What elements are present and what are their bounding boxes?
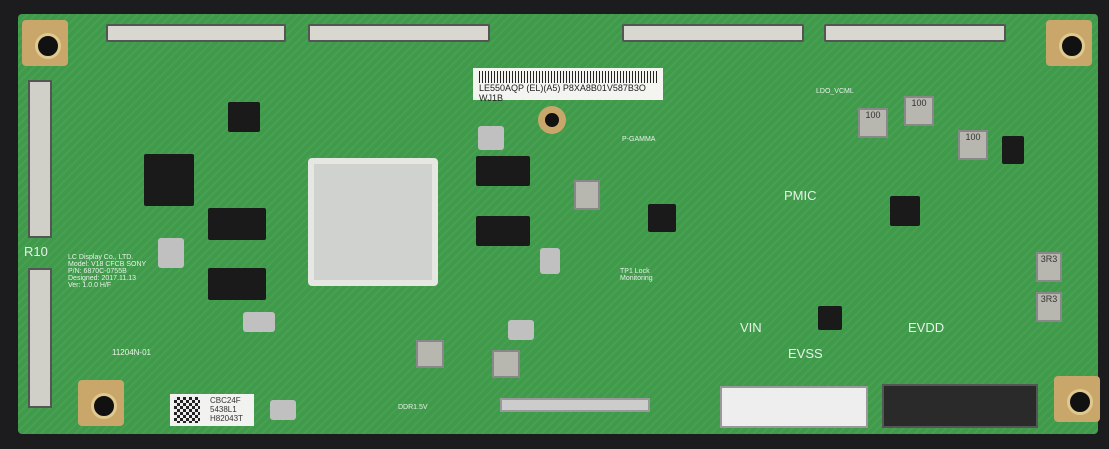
chip <box>476 156 530 186</box>
inductor <box>492 350 520 378</box>
inductor <box>416 340 444 368</box>
mounting-hole <box>78 380 124 426</box>
maker-line: P/N: 6870C-0755B <box>68 268 127 275</box>
chip <box>476 216 530 246</box>
silk-evss: EVSS <box>788 346 823 361</box>
silk-tp: TP1 Lock Monitoring <box>620 268 653 282</box>
maker-line: LC Display Co., LTD. <box>68 254 134 261</box>
capacitor <box>508 320 534 340</box>
chip <box>648 204 676 232</box>
inductor <box>574 180 600 210</box>
ffc-connector <box>308 24 490 42</box>
barcode <box>479 71 657 83</box>
power-connector <box>882 384 1038 428</box>
maker-line: Model: V18 CFCB SONY <box>68 261 147 268</box>
inductor: 3R3 <box>1036 292 1062 322</box>
capacitor <box>270 400 296 420</box>
serial-label: CBC24F 5438L1 H82043T <box>170 394 254 426</box>
timing-controller-chip <box>308 158 438 286</box>
capacitor <box>540 248 560 274</box>
ddr-chip <box>208 208 266 240</box>
screw-hole <box>538 106 566 134</box>
serial-line: H82043T <box>210 414 243 423</box>
silk-evdd: EVDD <box>908 320 945 335</box>
capacitor <box>478 126 504 150</box>
power-connector <box>720 386 868 428</box>
chip <box>1002 136 1024 164</box>
ddr-chip <box>208 268 266 300</box>
serial-line: 5438L1 <box>210 405 237 414</box>
label-text: LE550AQP (EL)(A5) P8XA8B01V587B3O WJ1B <box>479 83 646 103</box>
pcb-board: LE550AQP (EL)(A5) P8XA8B01V587B3O WJ1B 1… <box>18 14 1100 434</box>
ffc-connector <box>28 80 52 238</box>
silk-vin: VIN <box>740 320 762 335</box>
inductor: 100 <box>858 108 888 138</box>
inductor: 100 <box>958 130 988 160</box>
serial-line: CBC24F <box>210 396 241 405</box>
product-label: LE550AQP (EL)(A5) P8XA8B01V587B3O WJ1B <box>473 68 663 103</box>
maker-line: Ver: 1.0.0 H/F <box>68 282 112 289</box>
maker-line: Designed: 2017.11.13 <box>68 275 136 282</box>
silk-pmic: PMIC <box>784 188 817 203</box>
maker-info: LC Display Co., LTD. Model: V18 CFCB SON… <box>68 254 146 289</box>
chip <box>818 306 842 330</box>
chip <box>144 154 194 206</box>
pmic-chip <box>890 196 920 226</box>
inductor: 3R3 <box>1036 252 1062 282</box>
silk-ldo: LDO_VCML <box>816 88 854 95</box>
ffc-connector <box>500 398 650 412</box>
ffc-connector <box>622 24 804 42</box>
qr-code <box>174 397 200 423</box>
mounting-hole <box>1046 20 1092 66</box>
ref-designator: R10 <box>24 244 48 259</box>
silk-board-number: 11204N-01 <box>112 348 151 357</box>
mounting-hole <box>1054 376 1100 422</box>
ffc-connector <box>824 24 1006 42</box>
silk-pgamma: P-GAMMA <box>622 136 656 143</box>
ffc-connector <box>28 268 52 408</box>
capacitor <box>243 312 275 332</box>
chip <box>228 102 260 132</box>
inductor: 100 <box>904 96 934 126</box>
ffc-connector <box>106 24 286 42</box>
mounting-hole <box>22 20 68 66</box>
silk-ddr: DDR1.5V <box>398 404 428 411</box>
capacitor <box>158 238 184 268</box>
